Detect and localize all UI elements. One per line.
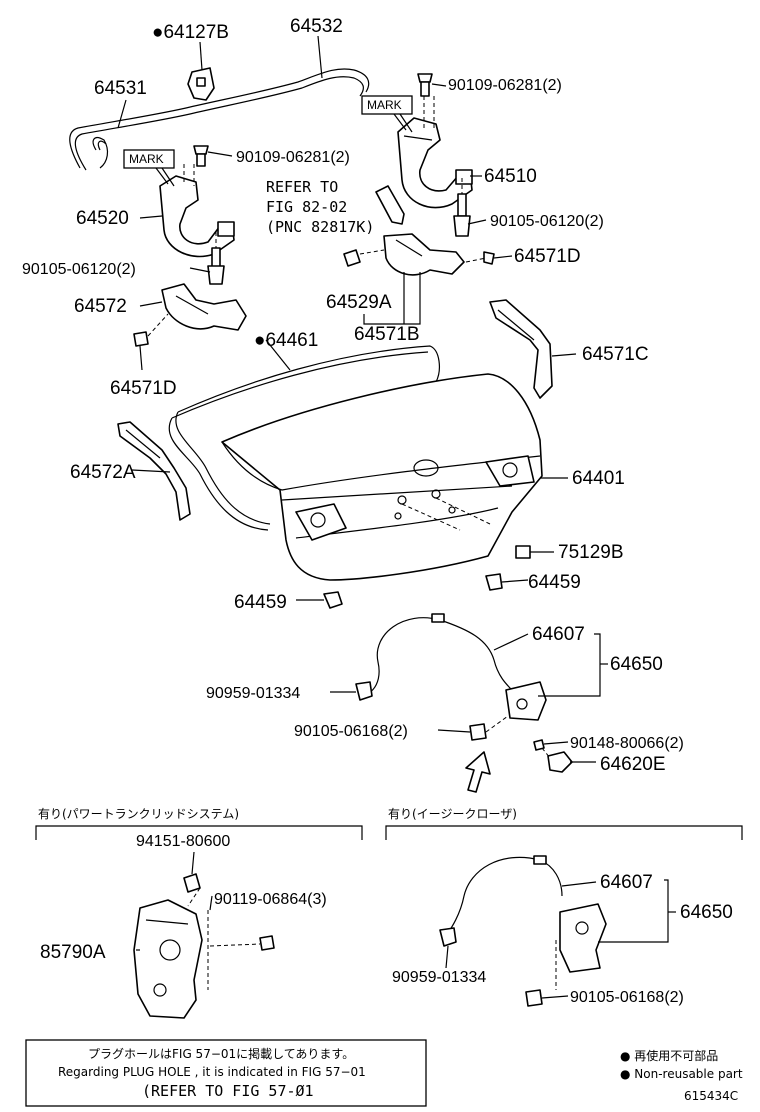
cable-64531-drawing bbox=[69, 68, 370, 171]
figure-id: 615434C bbox=[684, 1089, 738, 1103]
section-bracket-easy-closer bbox=[385, 825, 743, 840]
label-90959-01334-a: 90959-01334 bbox=[206, 685, 300, 702]
note-ref: (REFER TO FIG 57-Ø1 bbox=[142, 1082, 314, 1100]
label-64572A: 64572A bbox=[70, 462, 136, 483]
trunk-lid-64401-drawing bbox=[221, 373, 543, 581]
label-90105-06168-a: 90105-06168(2) bbox=[294, 723, 408, 740]
legend-en: ● Non-reusable part bbox=[620, 1067, 743, 1081]
label-90109-06281-a: 90109-06281(2) bbox=[448, 77, 562, 94]
refer-line-1: REFER TO bbox=[266, 178, 338, 196]
leader-lines bbox=[117, 35, 676, 999]
label-90105-06120-a: 90105-06120(2) bbox=[490, 213, 604, 230]
hinge-64520-drawing bbox=[159, 145, 235, 285]
label-64531: 64531 bbox=[94, 78, 147, 99]
label-64650-b: 64650 bbox=[680, 902, 733, 923]
label-64520: 64520 bbox=[76, 208, 129, 229]
label-75129B: 75129B bbox=[558, 542, 624, 563]
label-64571B: 64571B bbox=[354, 324, 420, 345]
legend: ● 再使用不可部品 ● Non-reusable part 615434C bbox=[620, 1048, 743, 1103]
label-64607-a: 64607 bbox=[532, 624, 585, 645]
section-title-power-trunk: 有り(パワートランクリッドシステム) bbox=[38, 807, 239, 821]
label-64532: 64532 bbox=[290, 16, 343, 37]
label-64607-b: 64607 bbox=[600, 872, 653, 893]
clip-64127B-drawing bbox=[187, 67, 215, 101]
direction-arrow bbox=[465, 751, 491, 793]
brace-64529A-drawing bbox=[343, 233, 495, 276]
strip-64572A-drawing bbox=[117, 421, 191, 521]
label-64650-a: 64650 bbox=[610, 654, 663, 675]
brace-64572-drawing bbox=[133, 283, 247, 347]
label-64459-a: 64459 bbox=[528, 572, 581, 593]
motor-85790A-drawing bbox=[133, 873, 275, 1019]
note-en: Regarding PLUG HOLE , it is indicated in… bbox=[58, 1065, 366, 1079]
label-94151-80600: 94151-80600 bbox=[136, 833, 230, 850]
label-64572: 64572 bbox=[74, 296, 127, 317]
mark-label-a: MARK bbox=[367, 98, 402, 112]
label-85790A: 85790A bbox=[40, 942, 106, 963]
label-64620E: 64620E bbox=[600, 754, 666, 775]
section-bracket-power-trunk bbox=[35, 825, 363, 840]
label-64571C: 64571C bbox=[582, 344, 649, 365]
label-90119-06864: 90119-06864(3) bbox=[214, 891, 327, 908]
refer-line-2: FIG 82-02 bbox=[266, 198, 347, 216]
callout-labels: ●64127B 64532 64531 90109-06281(2) 64510… bbox=[22, 16, 733, 1006]
strip-64571C-drawing bbox=[489, 299, 553, 399]
label-90109-06281-b: 90109-06281(2) bbox=[236, 149, 350, 166]
label-64459-b: 64459 bbox=[234, 592, 287, 613]
note-jp: プラグホールはFIG 57−01に掲載してあります。 bbox=[88, 1046, 354, 1061]
mark-box-a bbox=[361, 95, 413, 133]
label-64529A: 64529A bbox=[326, 292, 392, 313]
label-90105-06168-b: 90105-06168(2) bbox=[570, 989, 684, 1006]
stop-64459-drawing bbox=[323, 573, 503, 609]
plug-hole-note-box: プラグホールはFIG 57−01に掲載してあります。 Regarding PLU… bbox=[25, 1039, 427, 1107]
closer-assembly-64650-drawing bbox=[439, 855, 607, 1007]
pad-75129B-drawing bbox=[515, 545, 531, 559]
label-64571D-a: 64571D bbox=[514, 246, 581, 267]
label-64571D-b: 64571D bbox=[110, 378, 177, 399]
label-64127B: ●64127B bbox=[152, 22, 229, 43]
label-90148-80066: 90148-80066(2) bbox=[570, 735, 684, 752]
refer-line-3: (PNC 82817K) bbox=[266, 218, 374, 236]
label-64461: ●64461 bbox=[254, 330, 318, 351]
label-64510: 64510 bbox=[484, 166, 537, 187]
lock-assembly-64650-drawing bbox=[355, 613, 573, 773]
label-90105-06120-b: 90105-06120(2) bbox=[22, 261, 136, 278]
mark-box-b bbox=[123, 149, 175, 187]
section-title-easy-closer: 有り(イージークローザ) bbox=[388, 807, 517, 821]
weatherstrip-64461-drawing bbox=[168, 345, 440, 531]
mark-label-b: MARK bbox=[129, 152, 164, 166]
label-90959-01334-b: 90959-01334 bbox=[392, 969, 486, 986]
bracket-82817K-drawing bbox=[375, 185, 405, 225]
legend-jp: ● 再使用不可部品 bbox=[620, 1048, 718, 1063]
label-64401: 64401 bbox=[572, 468, 625, 489]
hinge-64510-drawing bbox=[397, 73, 473, 237]
